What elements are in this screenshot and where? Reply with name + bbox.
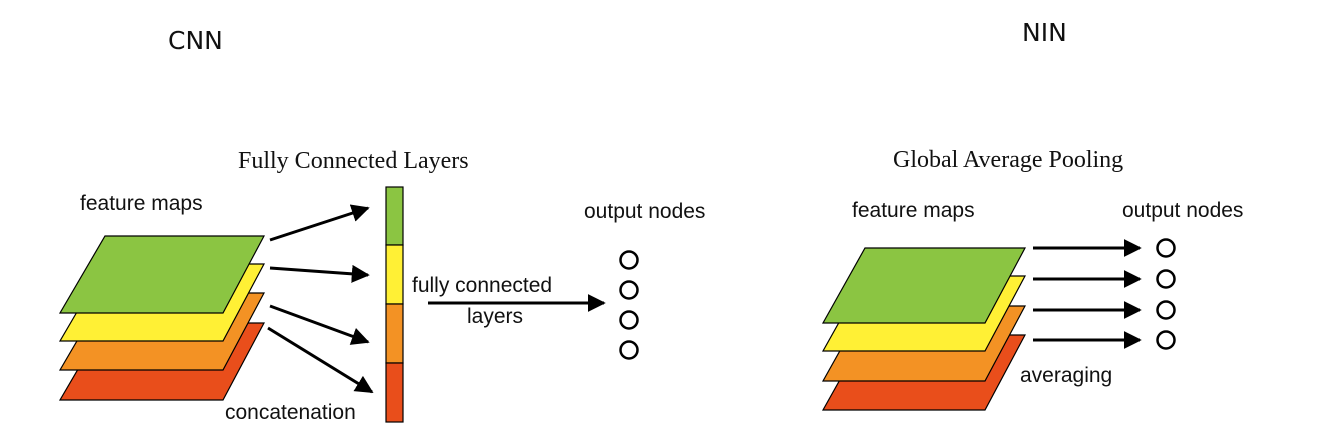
nin-heading: NIN bbox=[1022, 18, 1067, 47]
nin-output-node-1 bbox=[1156, 238, 1176, 258]
nin-feature-map-1 bbox=[821, 247, 1026, 324]
nin-title: Global Average Pooling bbox=[893, 147, 1123, 173]
nin-feature-maps-label: feature maps bbox=[852, 199, 975, 222]
cnn-title: Fully Connected Layers bbox=[238, 148, 469, 174]
nin-output-node-4 bbox=[1156, 330, 1176, 350]
cnn-fc-label-line1: fully connected bbox=[412, 274, 552, 297]
cnn-feature-map-1 bbox=[58, 235, 265, 314]
cnn-output-node-4 bbox=[619, 340, 639, 360]
nin-output-nodes-label: output nodes bbox=[1122, 199, 1243, 222]
cnn-output-node-2 bbox=[619, 280, 639, 300]
cnn-concatenation-label: concatenation bbox=[225, 401, 356, 424]
cnn-vector-segment-3 bbox=[385, 303, 404, 364]
cnn-vector-segment-2 bbox=[385, 244, 404, 305]
cnn-fc-label-line2: layers bbox=[467, 305, 523, 328]
cnn-output-node-1 bbox=[619, 250, 639, 270]
cnn-heading: CNN bbox=[168, 26, 223, 55]
cnn-feature-maps-label: feature maps bbox=[80, 192, 203, 215]
cnn-vector-segment-1 bbox=[385, 186, 404, 246]
cnn-vector-segment-4 bbox=[385, 362, 404, 423]
nin-output-node-3 bbox=[1156, 300, 1176, 320]
cnn-arrow-3 bbox=[269, 304, 370, 345]
cnn-output-nodes-label: output nodes bbox=[584, 200, 705, 223]
cnn-arrow-4 bbox=[267, 326, 374, 394]
cnn-output-node-3 bbox=[619, 310, 639, 330]
cnn-arrow-1 bbox=[269, 204, 370, 242]
cnn-arrow-2 bbox=[269, 264, 370, 283]
nin-output-node-2 bbox=[1156, 269, 1176, 289]
nin-averaging-label: averaging bbox=[1020, 364, 1112, 387]
